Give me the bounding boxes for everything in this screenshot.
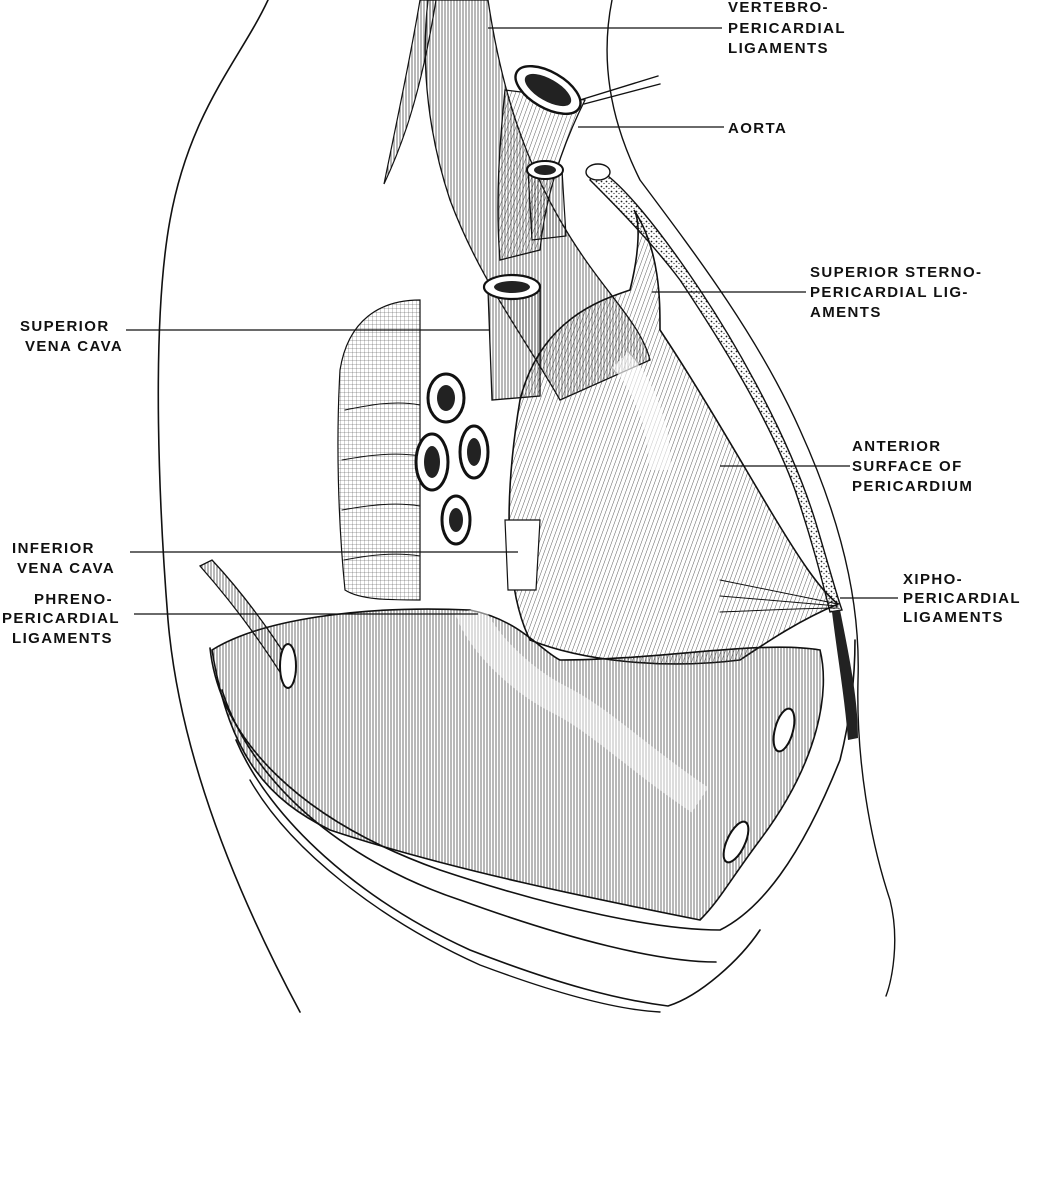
label-anterior-surface-of-pericardium: ANTERIOR SURFACE OF PERICARDIUM: [852, 438, 973, 495]
body-outline: [157, 0, 896, 1013]
label-line: SUPERIOR: [20, 318, 110, 335]
label-line: AORTA: [728, 120, 787, 137]
sternum: [585, 163, 843, 613]
vertebral-foramina: [414, 372, 490, 546]
small-vessel: [526, 160, 567, 241]
label-line: SURFACE OF: [852, 458, 963, 475]
label-line: AMENTS: [810, 304, 882, 321]
label-line: VERTEBRO-: [728, 0, 829, 16]
label-line: XIPHO-: [903, 571, 963, 588]
label-line: PERICARDIAL: [728, 20, 846, 37]
label-line: VENA CAVA: [17, 560, 115, 577]
label-line: LIGAMENTS: [903, 609, 1004, 626]
label-superior-sterno-pericardial-ligaments: SUPERIOR STERNO- PERICARDIAL LIG- AMENTS: [810, 264, 982, 321]
label-line: LIGAMENTS: [12, 630, 113, 647]
label-inferior-vena-cava: INFERIOR VENA CAVA: [12, 540, 115, 577]
label-line: LIGAMENTS: [728, 40, 829, 57]
pericardium: [508, 209, 840, 665]
vertebral-column: [337, 299, 421, 601]
label-aorta: AORTA: [728, 120, 787, 137]
label-line: ANTERIOR: [852, 438, 942, 455]
diaphragm: [211, 604, 825, 921]
leader-lines: [126, 27, 898, 615]
label-line: INFERIOR: [12, 540, 95, 557]
label-line: PHRENO-: [34, 591, 113, 608]
costal-margin-ribs: [198, 559, 858, 1013]
label-line: VENA CAVA: [25, 338, 123, 355]
label-line: PERICARDIAL: [903, 590, 1021, 607]
label-line: PERICARDIAL LIG-: [810, 284, 969, 301]
superior-vena-cava: [482, 273, 542, 401]
label-xipho-pericardial-ligaments: XIPHO- PERICARDIAL LIGAMENTS: [903, 571, 1021, 626]
aorta: [497, 64, 661, 261]
label-phreno-pericardial-ligaments: PHRENO- PERICARDIAL LIGAMENTS: [2, 591, 120, 647]
label-superior-vena-cava: SUPERIOR VENA CAVA: [20, 318, 123, 355]
inferior-vena-cava: [504, 519, 541, 591]
label-line: SUPERIOR STERNO-: [810, 264, 982, 281]
label-line: PERICARDIAL: [2, 610, 120, 627]
label-line: PERICARDIUM: [852, 478, 973, 495]
label-vertebro-pericardial-ligaments: VERTEBRO- PERICARDIAL LIGAMENTS: [728, 0, 846, 57]
